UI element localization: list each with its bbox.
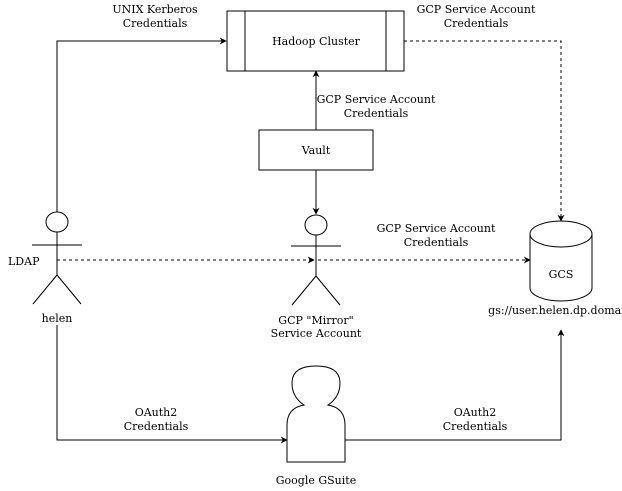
svg-text:OAuth2: OAuth2 <box>135 406 178 419</box>
edge-label-gcp-sa-top: GCP Service Account Credentials <box>417 3 536 30</box>
ldap-label: LDAP <box>8 255 40 268</box>
svg-text:Credentials: Credentials <box>444 17 509 30</box>
edge-hadoop-to-gcs <box>404 40 565 222</box>
svg-text:Credentials: Credentials <box>443 420 508 433</box>
hadoop-cluster-label: Hadoop Cluster <box>272 35 361 48</box>
edge-helen-to-hadoop <box>56 37 227 212</box>
gcs-label: GCS <box>549 268 574 281</box>
google-gsuite-node: Google GSuite <box>276 365 356 487</box>
mirror-service-account-actor: GCP "Mirror" Service Account <box>271 214 362 340</box>
svg-text:Credentials: Credentials <box>344 107 409 120</box>
edge-label-oauth-right: OAuth2 Credentials <box>443 406 508 433</box>
mirror-label-line2: Service Account <box>271 327 362 340</box>
edge-label-oauth-left: OAuth2 Credentials <box>124 406 189 433</box>
gsuite-label: Google GSuite <box>276 474 356 487</box>
hadoop-cluster-node: Hadoop Cluster <box>226 10 405 72</box>
svg-text:OAuth2: OAuth2 <box>454 406 497 419</box>
svg-text:GCP Service Account: GCP Service Account <box>377 222 496 235</box>
svg-text:Credentials: Credentials <box>124 420 189 433</box>
edge-gsuite-to-gcs <box>345 329 565 441</box>
edge-label-gcp-sa-vault: GCP Service Account Credentials <box>317 93 436 120</box>
edge-helen-to-gsuite <box>56 325 288 444</box>
helen-actor: helen LDAP <box>8 211 82 325</box>
gcs-node: GCS gs://user.helen.dp.domain <box>488 220 622 317</box>
vault-node: Vault <box>258 129 374 171</box>
svg-text:Credentials: Credentials <box>404 236 469 249</box>
svg-text:GCP Service Account: GCP Service Account <box>317 93 436 106</box>
vault-label: Vault <box>301 144 331 157</box>
edge-label-gcp-sa-mirror: GCP Service Account Credentials <box>377 222 496 249</box>
user-icon <box>286 365 346 463</box>
mirror-label-line1: GCP "Mirror" <box>278 314 353 327</box>
gcs-path-label: gs://user.helen.dp.domain <box>488 304 622 317</box>
edge-label-unix-kerberos: UNIX Kerberos Credentials <box>112 3 198 30</box>
helen-label: helen <box>42 312 73 325</box>
helen-head <box>45 211 69 233</box>
svg-text:UNIX Kerberos: UNIX Kerberos <box>112 3 198 16</box>
svg-text:Credentials: Credentials <box>123 17 188 30</box>
mirror-head <box>304 214 328 236</box>
svg-text:GCP Service Account: GCP Service Account <box>417 3 536 16</box>
